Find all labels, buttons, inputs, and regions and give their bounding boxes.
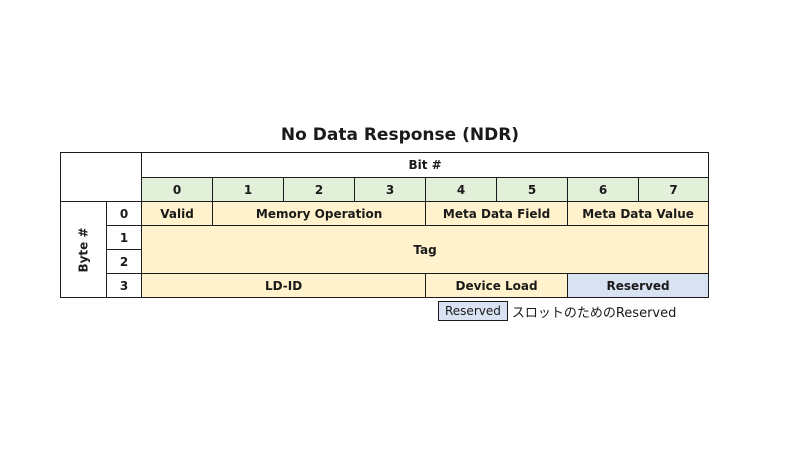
field-valid: Valid xyxy=(141,201,214,226)
byte-1: 1 xyxy=(106,225,143,250)
legend-description: スロットのためのReserved xyxy=(511,305,677,321)
bit-2: 2 xyxy=(283,177,356,202)
bit-6: 6 xyxy=(567,177,640,202)
field-meta-data-field: Meta Data Field xyxy=(425,201,569,226)
field-reserved: Reserved xyxy=(567,273,710,298)
byte-3: 3 xyxy=(106,273,143,298)
legend-reserved-swatch: Reserved xyxy=(438,301,508,321)
legend: Reserved スロットのためのReserved xyxy=(438,300,676,322)
byte-header: Byte # xyxy=(59,201,108,298)
field-memory-operation: Memory Operation xyxy=(212,201,427,226)
bit-5: 5 xyxy=(496,177,569,202)
bit-0: 0 xyxy=(141,177,214,202)
bit-4: 4 xyxy=(425,177,498,202)
field-device-load: Device Load xyxy=(425,273,569,298)
diagram-title: No Data Response (NDR) xyxy=(280,125,520,145)
byte-2: 2 xyxy=(106,249,143,274)
ndr-format-table: Bit # 0 1 2 3 4 5 6 7 Byte # 0 Valid Mem… xyxy=(59,152,710,298)
bit-3: 3 xyxy=(354,177,427,202)
field-ld-id: LD-ID xyxy=(141,273,427,298)
byte-header-label: Byte # xyxy=(76,226,91,273)
corner-cell xyxy=(59,152,143,202)
byte-0: 0 xyxy=(106,201,143,226)
field-tag: Tag xyxy=(141,225,710,274)
bit-7: 7 xyxy=(638,177,710,202)
bit-header: Bit # xyxy=(141,152,710,178)
field-meta-data-value: Meta Data Value xyxy=(567,201,710,226)
bit-1: 1 xyxy=(212,177,285,202)
